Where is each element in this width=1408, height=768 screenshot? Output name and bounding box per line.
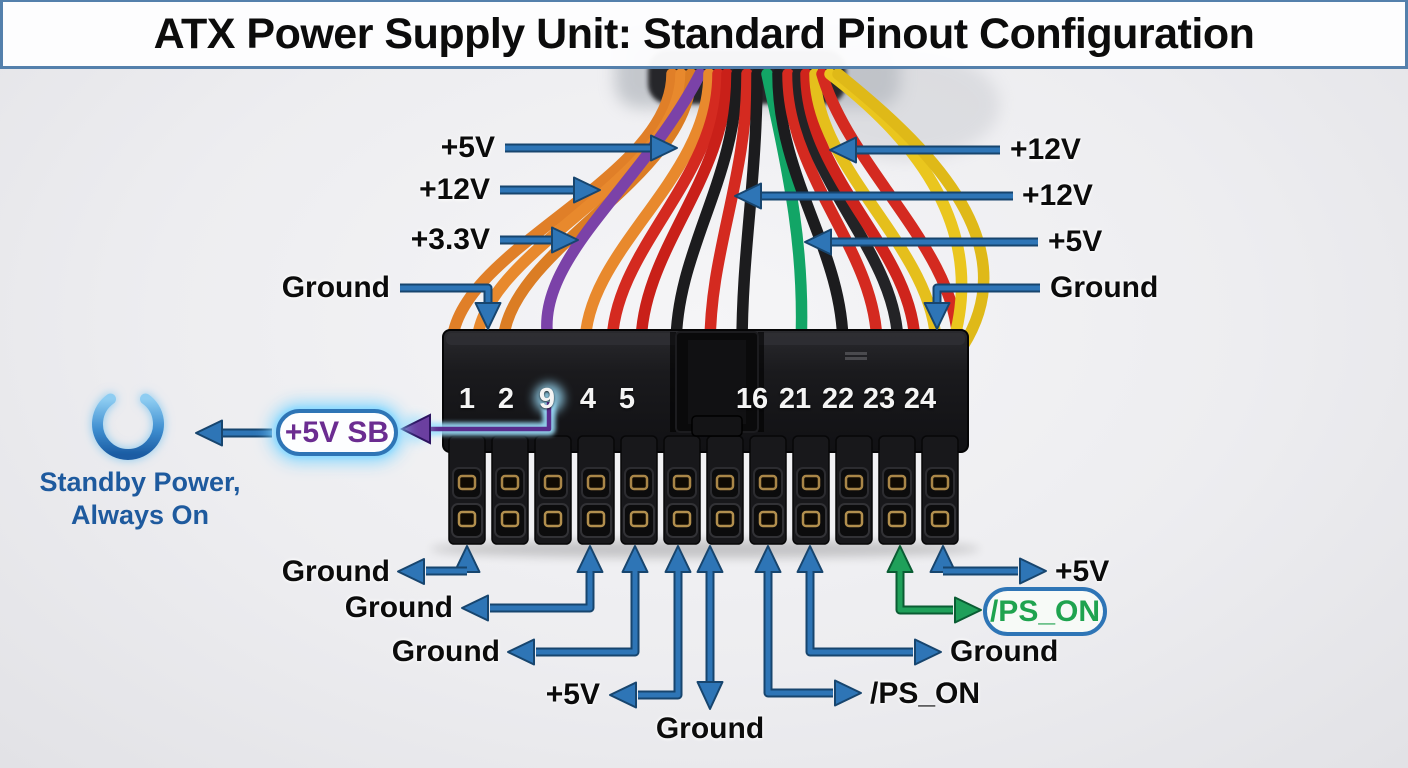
power-icon [92,376,164,460]
standby-caption-line1: Standby Power, [39,467,241,497]
arrow-standby [195,419,272,447]
label-top-right-ground: Ground [1050,271,1159,304]
label-bottom-5v-right: +5V [1055,555,1110,588]
label-top-right-5v: +5V [1048,225,1103,258]
pin-number-24: 24 [903,383,937,415]
label-bottom-ground-center: Ground [655,712,765,745]
arrows-top-left [400,134,678,330]
pin-number-4: 4 [579,383,597,415]
standby-5vsb-pill: +5V SB [276,409,398,456]
connector-latch [670,331,764,437]
pin-number-1: 1 [458,383,476,415]
pin-number-21: 21 [778,383,812,415]
label-bottom-ground-1: Ground [281,555,390,588]
arrows-bottom [397,545,1047,710]
standby-caption-line2: Always On [70,500,210,530]
pin-number-16: 16 [735,383,769,415]
label-top-right-12v-b: +12V [1022,179,1093,212]
standby-caption: Standby Power, Always On [30,466,250,532]
label-top-right-12v-a: +12V [1010,133,1081,166]
pin-number-9: 9 [538,383,556,415]
arrows-top-right [734,136,1040,330]
connector-body [430,329,980,558]
title-bar: ATX Power Supply Unit: Standard Pinout C… [0,0,1408,69]
standby-trace [399,383,564,445]
label-bottom-5v: +5V [545,678,600,711]
label-bottom-ground-2: Ground [344,591,453,624]
label-bottom-ground-right: Ground [950,635,1059,668]
page-title: ATX Power Supply Unit: Standard Pinout C… [153,9,1255,58]
label-bottom-ps-on: /PS_ON [870,677,981,710]
wire-bundle [446,68,990,352]
label-top-left-3v3: +3.3V [410,223,490,256]
pin-number-23: 23 [862,383,896,415]
label-top-left-ground: Ground [281,271,390,304]
ps-on-pill: /PS_ON [983,587,1107,636]
label-top-left-12v: +12V [419,173,490,206]
pin-number-22: 22 [821,383,855,415]
pin-number-5: 5 [618,383,636,415]
label-top-left-5v: +5V [440,131,495,164]
pin-number-2: 2 [497,383,515,415]
label-bottom-ground-3: Ground [391,635,500,668]
